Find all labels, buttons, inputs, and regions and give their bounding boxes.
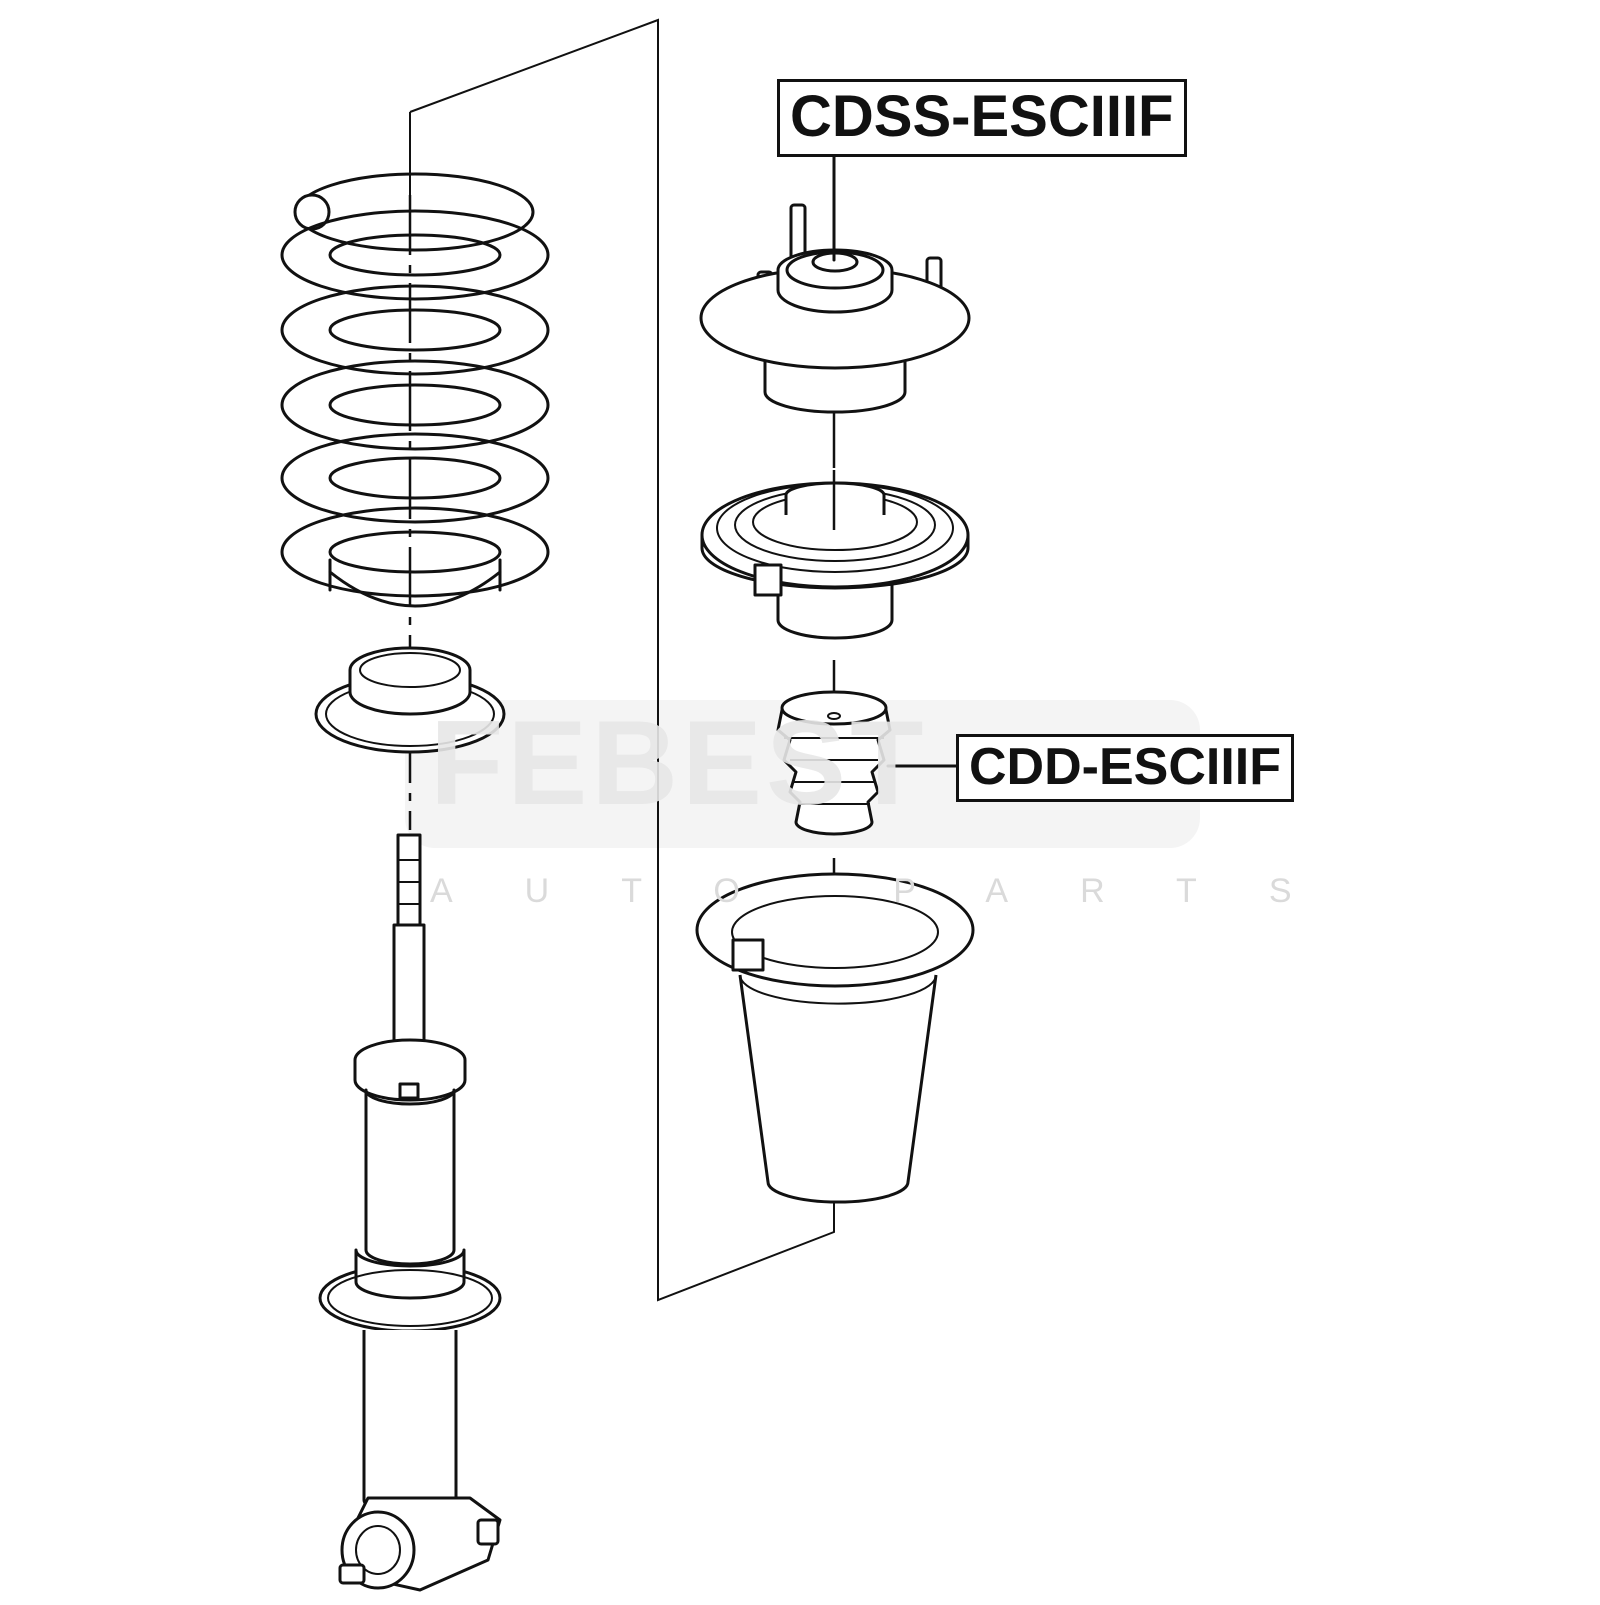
spring-insulator: [700, 470, 970, 640]
dust-boot: [695, 872, 975, 1204]
bump-stop-part-number: CDD-ESCIIIF: [956, 734, 1294, 802]
watermark-brand: FEBEST: [430, 696, 928, 830]
spring-coil: [280, 432, 550, 524]
assembly-frame: [409, 18, 835, 1302]
spring-coil-inner: [328, 456, 502, 500]
watermark-subtitle: AUTO PARTS: [430, 872, 1364, 910]
spring-coil: [280, 506, 550, 598]
shock-absorber: [318, 833, 502, 1592]
spring-coil-inner: [328, 383, 502, 427]
spring-coil: [280, 209, 550, 301]
spring-coil-inner: [328, 233, 502, 277]
spring-coil-inner: [328, 530, 502, 574]
spring-coil: [280, 284, 550, 376]
coil-spring: [280, 172, 550, 608]
spring-seat: [314, 646, 506, 754]
upper-mount: [699, 203, 971, 414]
upper-mount-part-number: CDSS-ESCIIIF: [777, 79, 1187, 157]
spring-coil-inner: [328, 308, 502, 352]
spring-coil: [280, 359, 550, 451]
bump-stop: [776, 690, 892, 836]
